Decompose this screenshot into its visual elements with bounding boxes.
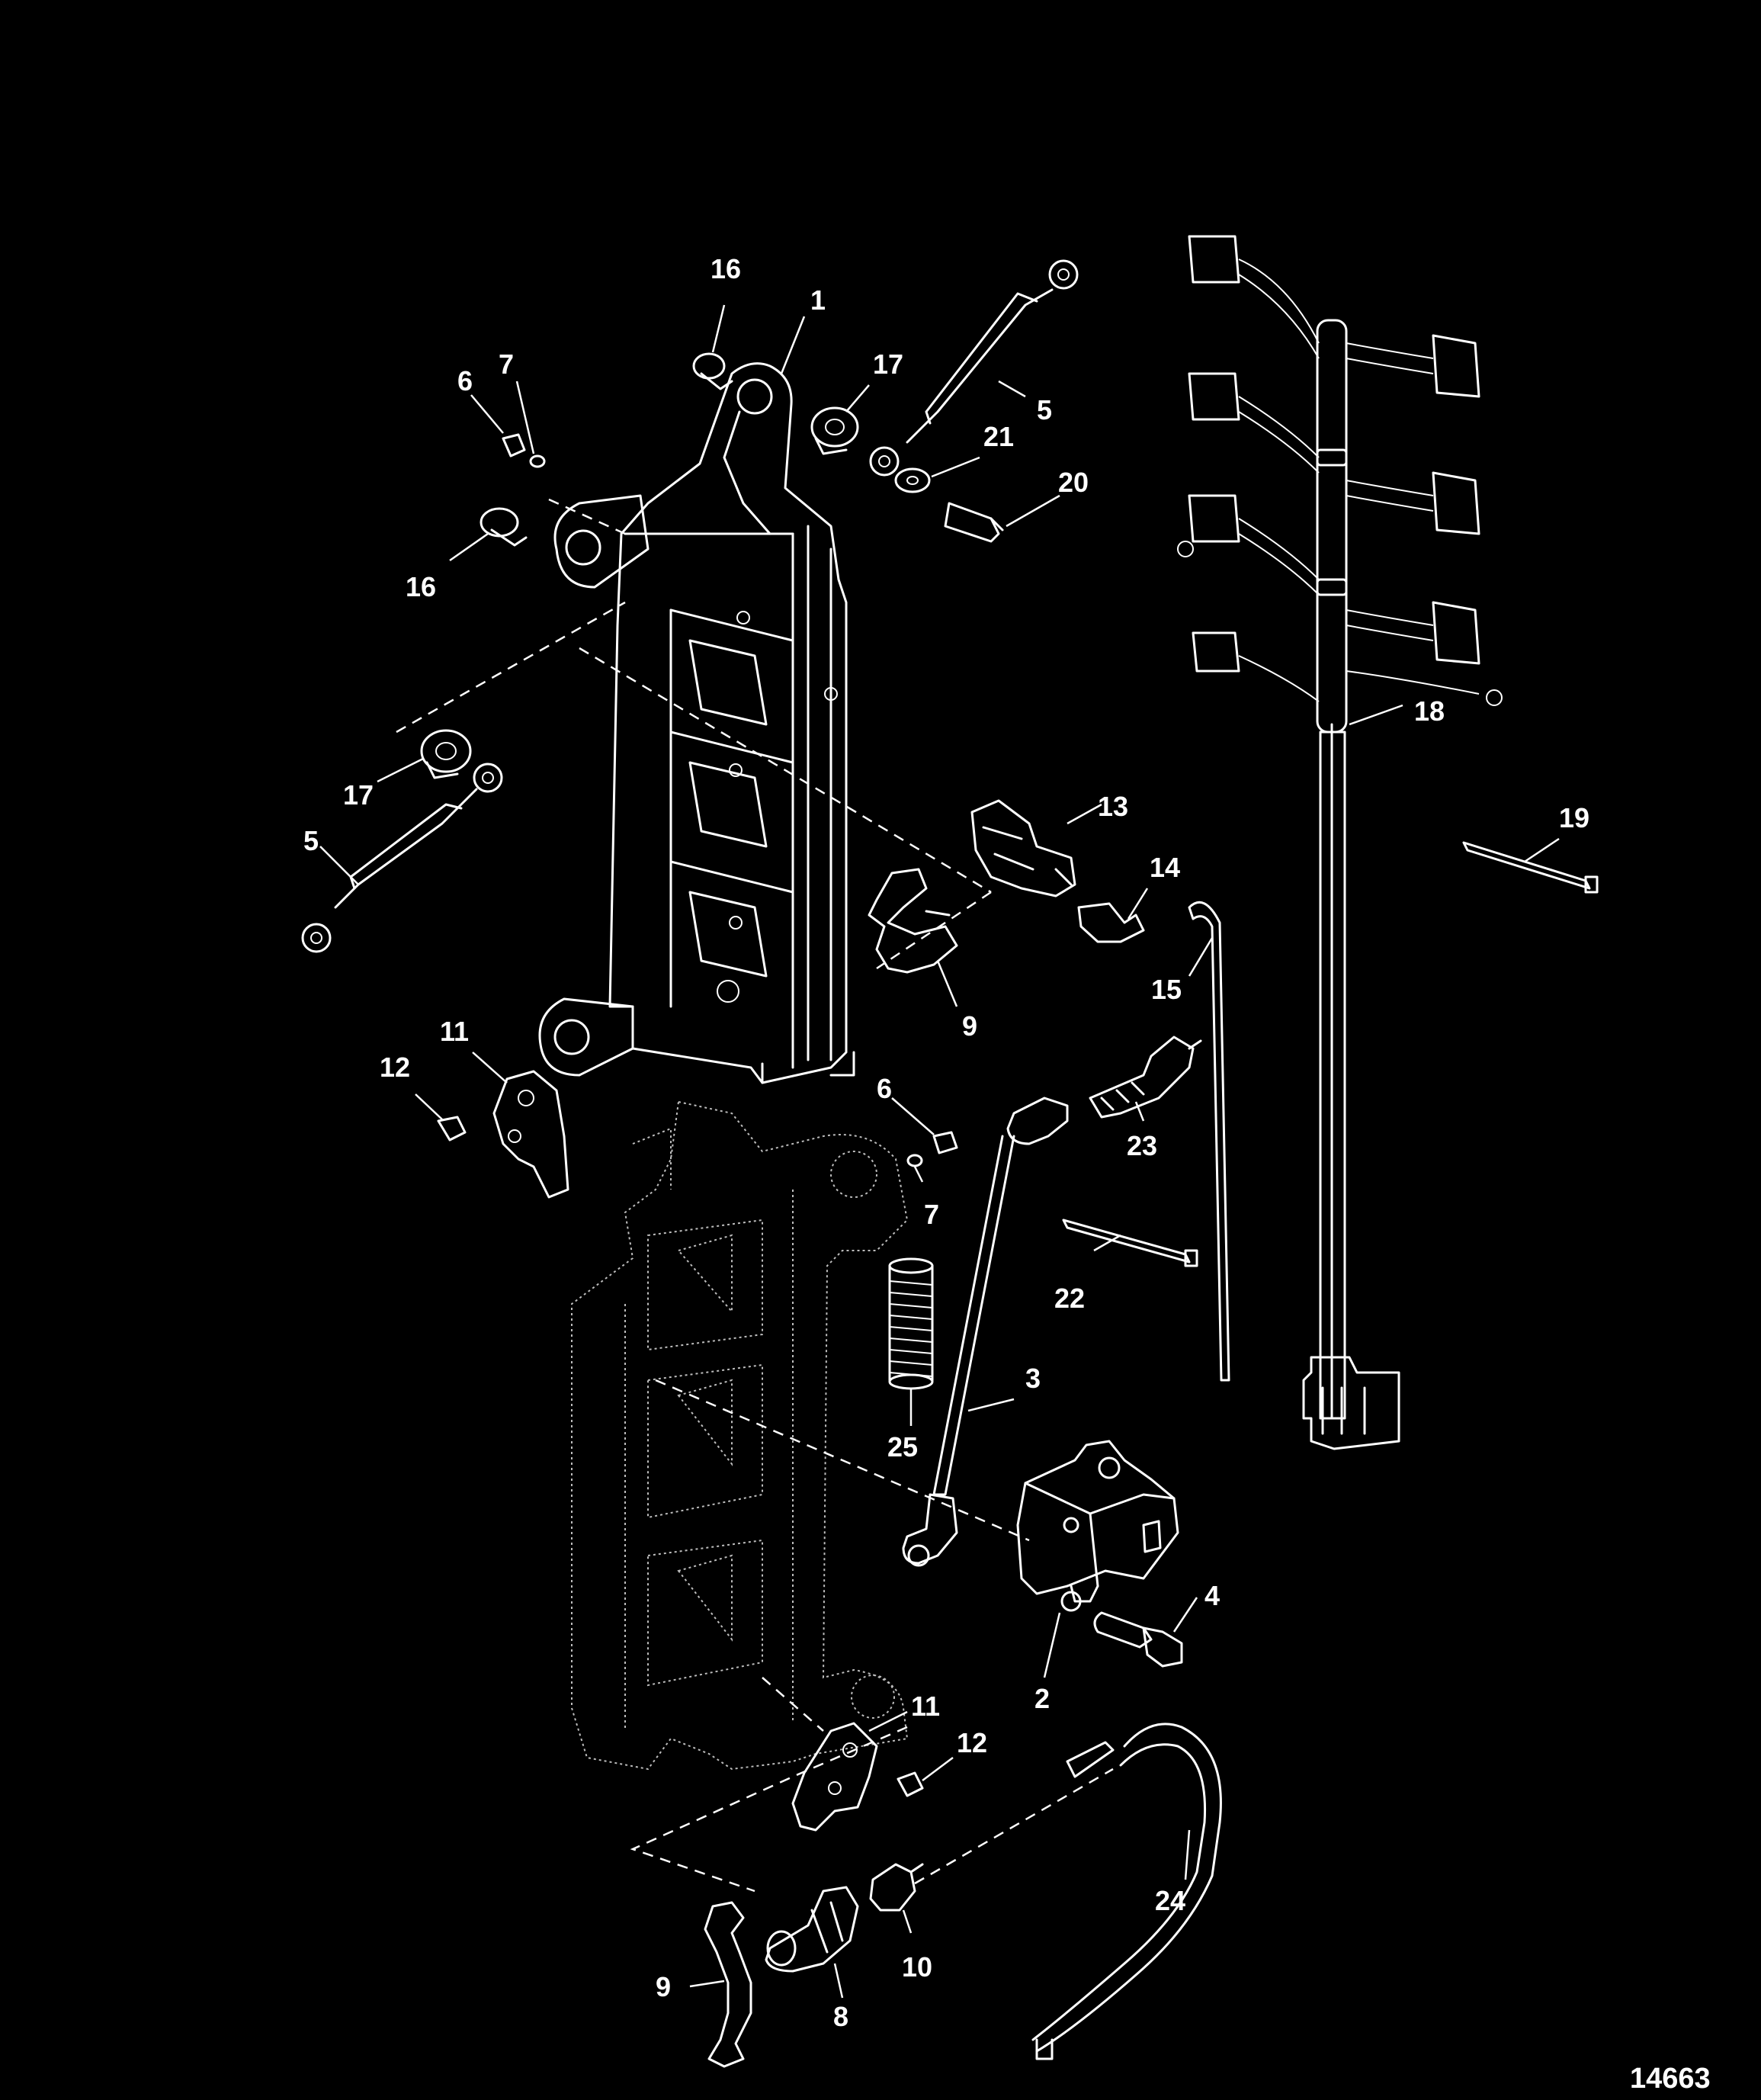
screw-12-lower (897, 1771, 924, 1797)
callout-5a: 5 (1037, 394, 1052, 425)
callout-18: 18 (1414, 695, 1445, 727)
callout-17b: 17 (343, 779, 374, 811)
leader-lines (319, 304, 1560, 1999)
callout-3: 3 (1025, 1363, 1041, 1394)
callout-12b: 12 (957, 1727, 987, 1758)
alignment-lines (396, 498, 1114, 1893)
callout-15: 15 (1151, 974, 1182, 1005)
callout-9b: 9 (656, 1971, 671, 2002)
callout-24: 24 (1155, 1885, 1185, 1916)
cable-ties (1062, 841, 1599, 1267)
callout-6a: 6 (457, 365, 473, 397)
bushing-16-upper (692, 352, 733, 390)
callout-17a: 17 (873, 348, 903, 380)
hose-24 (1031, 1723, 1222, 2060)
ignition-coil-2 (1016, 1440, 1179, 1612)
figure-number: 14663 (1630, 2063, 1711, 2095)
grommet-17-upper (810, 406, 859, 455)
callout-22: 22 (1054, 1283, 1085, 1314)
wiring-harness (1177, 235, 1503, 1450)
sensor-8 (765, 1886, 859, 1973)
spark-plug-lead-3 (902, 1097, 1069, 1567)
callout-5b: 5 (303, 825, 319, 856)
fitting-10 (869, 1863, 924, 1912)
callout-12a: 12 (380, 1052, 410, 1083)
callout-9a: 9 (962, 1010, 977, 1042)
callout-23: 23 (1127, 1130, 1157, 1161)
callout-11a: 11 (440, 1016, 469, 1047)
callout-21: 21 (983, 421, 1014, 452)
screw-6-lower (932, 1131, 958, 1154)
fitting-14 (1077, 902, 1145, 943)
spring-25 (888, 1257, 934, 1390)
bushing-16-lower (480, 507, 528, 547)
clip-9-lower (704, 1901, 752, 2068)
callout-13: 13 (1098, 791, 1128, 822)
sensor-13 (970, 799, 1076, 897)
callout-20: 20 (1058, 467, 1089, 498)
washer-7-lower (906, 1154, 923, 1167)
grommet-17-lower (420, 729, 472, 779)
callout-16a: 16 (710, 253, 741, 284)
callout-7b: 7 (924, 1199, 939, 1230)
ground-strap-upper (869, 259, 1079, 477)
washer-21 (894, 467, 931, 493)
upper-bracket (538, 362, 855, 1084)
hose-15 (1188, 901, 1230, 1382)
spark-plug-23 (1089, 1036, 1202, 1119)
washer-7-upper (529, 454, 546, 468)
callout-19: 19 (1559, 802, 1589, 833)
callout-4: 4 (1204, 1580, 1220, 1611)
callout-25: 25 (887, 1431, 918, 1463)
lower-mounting-plate (571, 1100, 909, 1771)
screw-6-upper (502, 433, 526, 458)
latch-11-lower (791, 1722, 878, 1832)
clip-9-upper (868, 868, 958, 974)
callout-11b: 11 (911, 1691, 940, 1722)
callout-7a: 7 (499, 348, 514, 380)
latch-11-upper (492, 1070, 569, 1199)
callout-1: 1 (810, 284, 826, 316)
callout-2: 2 (1034, 1683, 1050, 1714)
screw-12-upper (437, 1116, 467, 1142)
callout-6b: 6 (877, 1073, 892, 1104)
bolt-4 (1093, 1611, 1183, 1668)
ground-strap-lower (301, 763, 503, 953)
callout-10: 10 (902, 1951, 932, 1983)
callout-16b: 16 (406, 571, 436, 602)
screw-20 (944, 502, 1004, 543)
callout-14: 14 (1150, 852, 1180, 883)
callout-8: 8 (833, 2001, 848, 2032)
callout-labels: 16 1 17 5 21 20 6 7 16 17 5 18 19 13 14 … (303, 253, 1589, 2032)
